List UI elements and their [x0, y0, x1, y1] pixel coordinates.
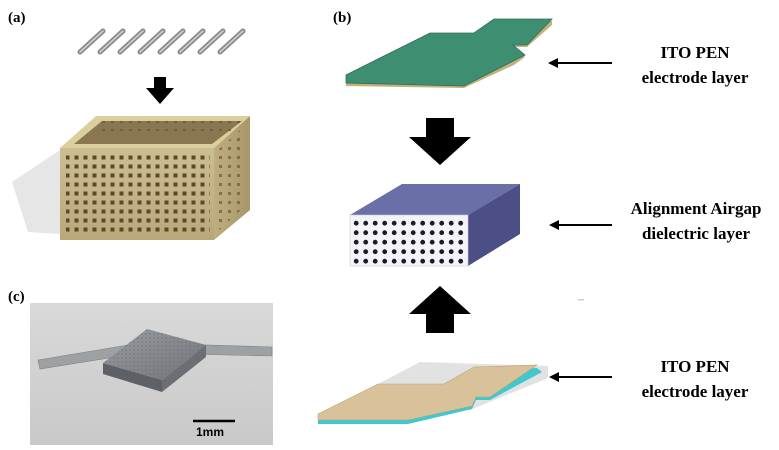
panel-label-c: (c) — [8, 289, 25, 305]
rod — [177, 28, 206, 55]
rod — [77, 28, 106, 55]
top-layer-label-line2: electrode layer — [641, 68, 749, 87]
rod-array — [77, 28, 246, 55]
rod — [157, 28, 186, 55]
rod — [217, 28, 246, 55]
chip-side — [103, 363, 162, 392]
middle-layer-label: Alignment Airgap dielectric layer — [615, 196, 777, 246]
bottom-layer-label-line2: electrode layer — [641, 382, 749, 401]
top-electrode-surface — [345, 18, 553, 87]
dielectric-top-face — [350, 184, 520, 215]
tick-mark — [578, 299, 584, 301]
panel-label-a: (a) — [8, 10, 26, 26]
indicator-arrow-bottom — [549, 372, 612, 382]
panel-label-b: (b) — [333, 10, 352, 26]
middle-layer-label-line2: dielectric layer — [641, 224, 751, 243]
bottom-electrode-surface — [317, 364, 539, 421]
device-photo — [30, 303, 273, 445]
mold-shadow — [12, 150, 60, 234]
rod — [97, 28, 126, 55]
bottom-layer-label: ITO PEN electrode layer — [620, 354, 770, 404]
indicator-arrow-middle — [549, 220, 612, 230]
top-layer-label: ITO PEN electrode layer — [620, 40, 770, 90]
mold-box — [12, 116, 250, 240]
down-arrow-a — [146, 77, 174, 104]
dielectric-side-face — [468, 184, 520, 266]
top-layer-label-line1: ITO PEN — [660, 43, 730, 62]
rod — [137, 28, 166, 55]
up-arrow-b — [409, 286, 471, 333]
rod — [117, 28, 146, 55]
indicator-arrow-top — [548, 58, 612, 68]
bottom-layer-label-line1: ITO PEN — [660, 357, 730, 376]
top-electrode — [345, 18, 553, 88]
bottom-electrode — [317, 362, 548, 424]
dielectric-block — [349, 184, 520, 267]
chip-side-right — [162, 345, 206, 392]
down-arrow-b — [409, 118, 471, 165]
scale-bar-label: 1mm — [196, 425, 225, 439]
middle-layer-label-line1: Alignment Airgap — [630, 199, 762, 218]
rod — [197, 28, 226, 55]
